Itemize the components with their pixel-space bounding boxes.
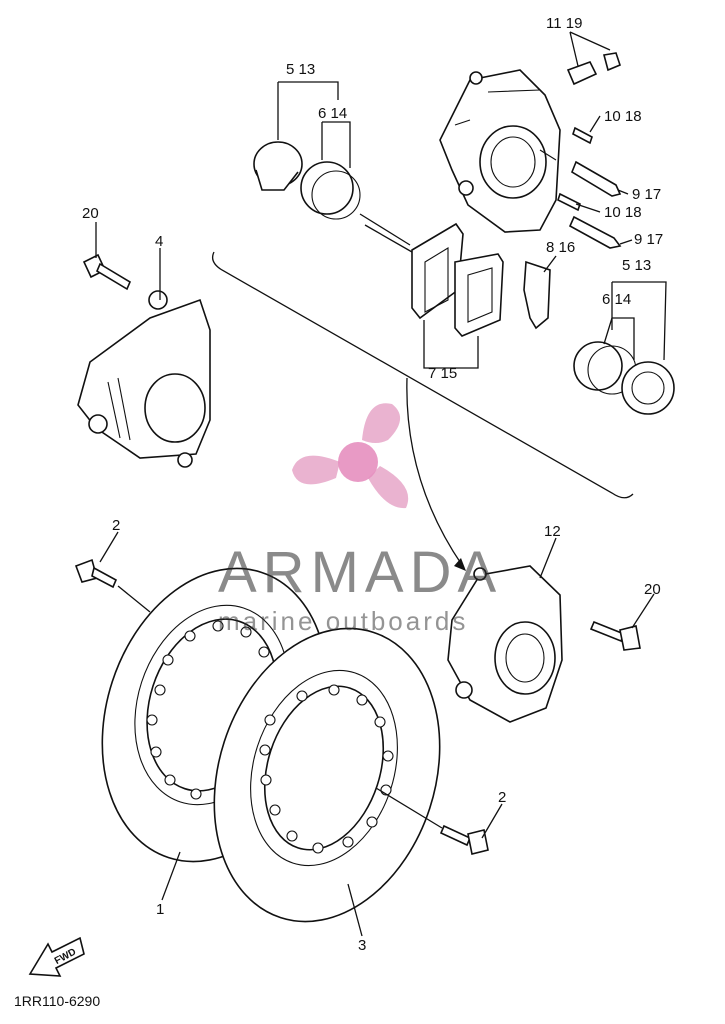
label-10-18-bottom: 10 18 [604,204,642,221]
caliper-pins [557,126,622,249]
logo-center [338,442,378,482]
logo-blade-top [362,403,401,443]
brake-pads [411,222,504,337]
label-3: 3 [358,937,366,954]
caliper-right [447,565,563,723]
watermark-subtitle: marine outboards [218,606,468,636]
disc-bolt-bottom-line [375,787,443,829]
brake-disc-3 [213,627,441,923]
watermark-title: ARMADA [218,540,502,605]
bolt-left [82,253,132,291]
disc-1-holes [146,620,270,800]
disc-bolt-bottom [439,824,489,855]
label-6-14-right: 6 14 [602,291,631,308]
caliper-exploded [439,69,561,233]
label-4: 4 [155,233,163,250]
pad-spring [523,260,551,330]
fwd-arrow: FWD [28,936,85,977]
label-20-right: 20 [644,581,661,598]
label-10-18-top: 10 18 [604,108,642,125]
bleed-screw [566,52,621,86]
pad-guide-line-2 [364,224,413,253]
assembly-arrowhead [454,558,466,571]
logo-blade-left [292,455,340,485]
label-7-15: 7 15 [428,365,457,382]
diagram-code: 1RR110-6290 [14,993,100,1009]
label-11-19: 11 19 [546,15,582,32]
label-6-14-top: 6 14 [318,105,347,122]
label-5-13-right: 5 13 [622,257,651,274]
bolt-right [589,620,641,651]
seals-top [300,161,361,220]
assembly-boundary-line [211,251,634,499]
label-1: 1 [156,901,164,918]
disc-bolt-top-line [117,585,151,613]
piston-top [253,141,303,191]
label-5-13-top: 5 13 [286,61,315,78]
label-2-top: 2 [112,517,120,534]
label-8-16: 8 16 [546,239,575,256]
label-9-17-top: 9 17 [632,186,661,203]
disc-bolt-top [74,558,118,589]
label-2-bottom: 2 [498,789,506,806]
assembly-arrow [406,377,463,566]
disc-3-holes [259,684,394,854]
leader-lines [95,31,667,937]
label-20-left: 20 [82,205,99,222]
caliper-left [77,290,211,468]
pad-guide-line [359,213,411,246]
label-12: 12 [544,523,561,540]
piston-right [621,361,675,415]
armada-logo [292,403,409,509]
label-9-17-bottom: 9 17 [634,231,663,248]
logo-blade-right [368,466,409,509]
